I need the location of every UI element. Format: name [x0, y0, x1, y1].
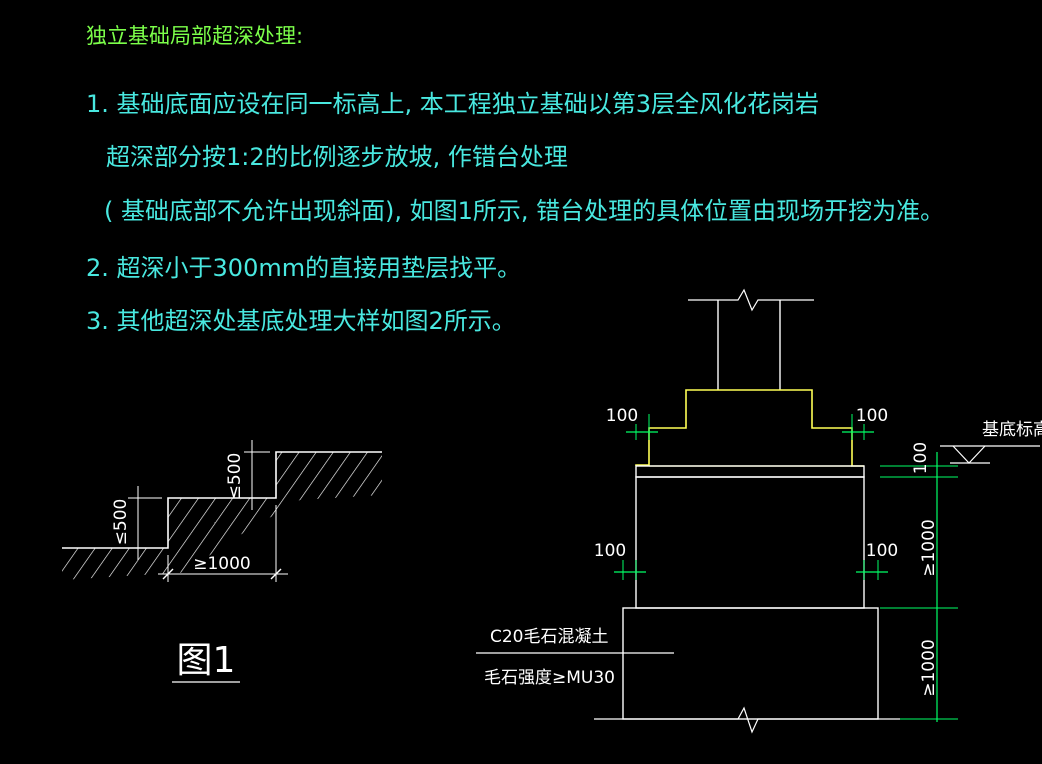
note-3: 3. 其他超深处基底处理大样如图2所示。 — [86, 307, 516, 335]
dim-top-right: 100 — [856, 406, 888, 426]
figure-2: 100 100 100 100 100 ≥1000 ≥1000 基底标高 C20… — [476, 288, 1042, 734]
figure-1: ≤500 ≤500 ≥1000 图1 — [62, 440, 382, 683]
dim-top-left: 100 — [606, 406, 638, 426]
step-width: ≥1000 — [193, 554, 251, 574]
drawing-title: 独立基础局部超深处理: — [86, 24, 303, 48]
dim-right-top: 100 — [911, 442, 931, 474]
rubble-concrete-upper — [635, 476, 865, 609]
note-1-line-2: 超深部分按1:2的比例逐步放坡, 作错台处理 — [106, 143, 568, 171]
step-height-lower: ≤500 — [111, 499, 131, 546]
dim-mid-right: 100 — [866, 541, 898, 561]
note-2: 2. 超深小于300mm的直接用垫层找平。 — [86, 254, 521, 282]
dim-right-mid: ≥1000 — [919, 519, 939, 577]
bottom-break-line — [594, 706, 900, 734]
rubble-concrete-lower — [622, 607, 879, 720]
footing-outline — [635, 389, 864, 467]
cushion-layer — [635, 465, 865, 478]
figure-1-caption: 图1 — [177, 640, 236, 681]
dim-mid-left: 100 — [594, 541, 626, 561]
material-label: C20毛石混凝土 — [490, 627, 609, 647]
dim-right-low: ≥1000 — [919, 639, 939, 697]
column-break-line — [688, 288, 814, 312]
note-1-line-1: 1. 基础底面应设在同一标高上, 本工程独立基础以第3层全风化花岗岩 — [86, 90, 819, 118]
step-height-upper: ≤500 — [225, 453, 245, 500]
base-elevation-label: 基底标高 — [982, 420, 1042, 440]
note-1-line-3: ( 基础底部不允许出现斜面), 如图1所示, 错台处理的具体位置由现场开挖为准。 — [104, 197, 944, 225]
stone-strength-label: 毛石强度≥MU30 — [484, 668, 615, 688]
elevation-triangle — [952, 445, 986, 464]
